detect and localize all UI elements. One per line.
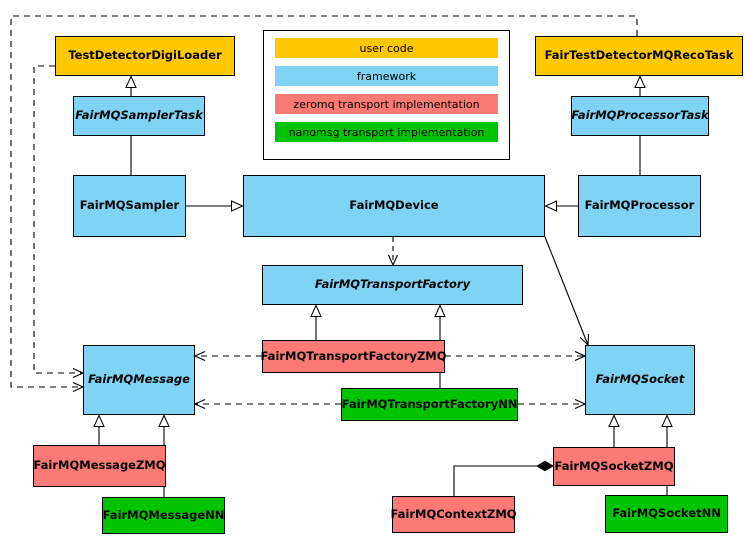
legend-item-zeromq: zeromq transport implementation bbox=[275, 94, 498, 114]
class-node-FairMQTransportFactoryNN[interactable]: FairMQTransportFactoryNN bbox=[341, 388, 518, 421]
class-node-FairMQSocketZMQ[interactable]: FairMQSocketZMQ bbox=[553, 447, 675, 486]
legend-item-label: user code bbox=[359, 41, 414, 55]
class-node-FairMQSamplerTask[interactable]: FairMQSamplerTask bbox=[73, 96, 205, 136]
class-node-label: FairMQProcessor bbox=[584, 198, 695, 213]
class-node-FairTestDetectorMQRecoTask[interactable]: FairTestDetectorMQRecoTask bbox=[535, 36, 743, 76]
class-node-label: FairMQTransportFactoryNN bbox=[341, 396, 518, 411]
class-node-FairMQMessageNN[interactable]: FairMQMessageNN bbox=[102, 497, 225, 534]
class-node-FairMQContextZMQ[interactable]: FairMQContextZMQ bbox=[390, 496, 517, 533]
legend-item-nanomsg: nanomsg transport implementation bbox=[275, 122, 498, 142]
legend-item-framework: framework bbox=[275, 66, 498, 86]
class-node-label: FairMQMessageZMQ bbox=[33, 458, 166, 473]
class-node-FairMQSocketNN[interactable]: FairMQSocketNN bbox=[605, 495, 728, 533]
edge-contextzmq-to-socketzmq bbox=[453, 460, 554, 496]
class-node-FairMQSocket[interactable]: FairMQSocket bbox=[585, 345, 695, 415]
class-node-label: FairMQDevice bbox=[349, 198, 439, 213]
class-node-label: FairTestDetectorMQRecoTask bbox=[544, 48, 734, 63]
class-node-FairMQTransportFactory[interactable]: FairMQTransportFactory bbox=[262, 265, 523, 305]
class-node-label: FairMQSamplerTask bbox=[75, 108, 203, 123]
legend-item-label: nanomsg transport implementation bbox=[288, 125, 485, 139]
class-node-label: FairMQProcessorTask bbox=[571, 108, 709, 123]
class-node-label: TestDetectorDigiLoader bbox=[68, 48, 222, 63]
class-node-FairMQSampler[interactable]: FairMQSampler bbox=[73, 175, 186, 237]
class-node-FairMQProcessorTask[interactable]: FairMQProcessorTask bbox=[571, 96, 709, 136]
class-node-label: FairMQSocket bbox=[595, 372, 685, 387]
class-node-FairMQTransportFactoryZMQ[interactable]: FairMQTransportFactoryZMQ bbox=[260, 340, 447, 373]
edge-device-to-socket bbox=[544, 236, 590, 347]
legend-box: user code framework zeromq transport imple… bbox=[263, 30, 510, 160]
class-node-label: FairMQSampler bbox=[79, 198, 180, 213]
class-node-FairMQMessageZMQ[interactable]: FairMQMessageZMQ bbox=[33, 445, 166, 487]
class-node-label: FairMQMessageNN bbox=[102, 507, 225, 522]
class-node-label: FairMQMessage bbox=[88, 372, 190, 387]
class-node-FairMQDevice[interactable]: FairMQDevice bbox=[243, 175, 545, 237]
class-node-TestDetectorDigiLoader[interactable]: TestDetectorDigiLoader bbox=[55, 36, 235, 76]
class-node-label: FairMQContextZMQ bbox=[390, 506, 517, 521]
class-node-label: FairMQSocketNN bbox=[612, 506, 721, 521]
legend-item-label: framework bbox=[356, 69, 417, 83]
class-node-FairMQMessage[interactable]: FairMQMessage bbox=[83, 345, 195, 415]
class-node-label: FairMQTransportFactory bbox=[314, 277, 471, 292]
class-node-FairMQProcessor[interactable]: FairMQProcessor bbox=[578, 175, 701, 237]
legend-item-label: zeromq transport implementation bbox=[293, 97, 480, 111]
legend-item-user_code: user code bbox=[275, 38, 498, 58]
class-node-label: FairMQSocketZMQ bbox=[554, 458, 674, 473]
class-node-label: FairMQTransportFactoryZMQ bbox=[260, 348, 447, 363]
